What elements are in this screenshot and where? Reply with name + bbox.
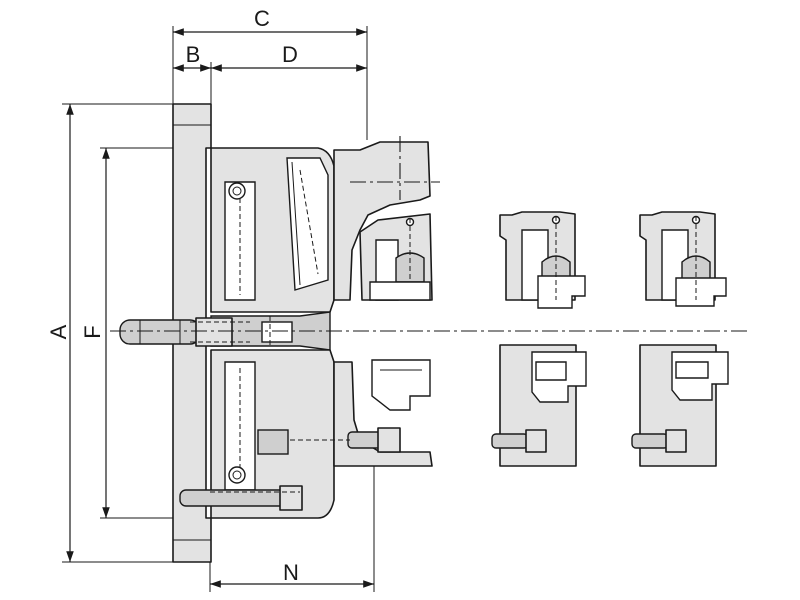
chuck-main-section — [119, 103, 440, 563]
dimension-b-label: B — [186, 42, 201, 67]
bearing-ball-top — [228, 182, 246, 200]
dimension-f-label: F — [80, 325, 105, 338]
dimension-c-label: C — [254, 6, 270, 31]
jaw-bolt-2 — [491, 433, 529, 449]
dimension-a-label: A — [46, 324, 71, 339]
jaw-variant-2 — [491, 211, 587, 467]
jaw-bolt-3 — [631, 433, 669, 449]
bearing-ball-bottom — [228, 466, 246, 484]
dimension-d-label: D — [282, 42, 298, 67]
jaw-bolt-main — [347, 431, 383, 449]
dimension-n-label: N — [283, 560, 299, 585]
draw-bolt — [119, 319, 201, 345]
jaw-variant-3 — [631, 211, 729, 467]
